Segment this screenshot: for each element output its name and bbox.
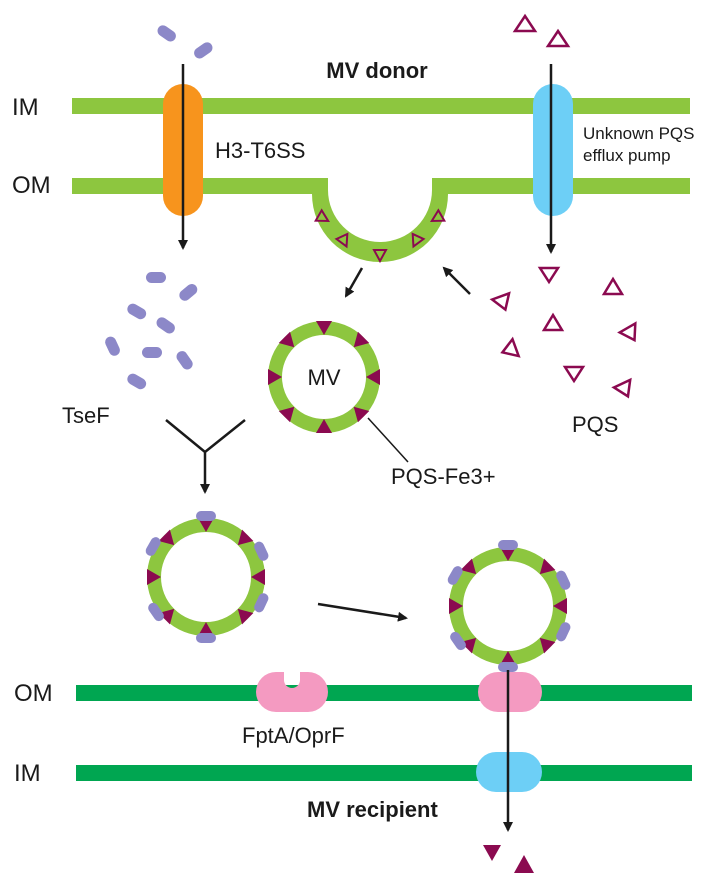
pqs-efflux-pump xyxy=(533,84,573,216)
tsef-top xyxy=(157,25,213,59)
pqs-pool xyxy=(489,266,637,399)
pqs-budding xyxy=(313,208,447,264)
pqs-fe-pointer xyxy=(367,417,409,463)
om-bottom-label: OM xyxy=(14,680,53,707)
loaded-mv-right xyxy=(447,540,571,672)
tsef-pool xyxy=(105,272,198,390)
combine-junction xyxy=(165,419,246,492)
pqs-top xyxy=(512,13,571,48)
pump-label-line1: Unknown PQS xyxy=(583,124,695,143)
mv-label: MV xyxy=(308,365,341,390)
tsef-label: TseF xyxy=(62,403,110,428)
budding-arrow xyxy=(344,267,364,298)
pqs-fe-complex xyxy=(268,321,380,433)
pqs-label: PQS xyxy=(572,412,618,437)
fpta-oprf-receptor xyxy=(256,672,328,712)
donor-title: MV donor xyxy=(326,58,428,83)
h3-t6ss-label: H3-T6SS xyxy=(215,138,305,163)
om-top-label: OM xyxy=(12,172,51,199)
recipient-title: MV recipient xyxy=(307,797,438,822)
fpta-oprf-receptor-bound xyxy=(478,672,542,712)
donor-outer-membrane xyxy=(72,178,690,262)
recipient-outer-membrane xyxy=(76,685,692,701)
im-top-label: IM xyxy=(12,94,39,121)
fpta-label: FptA/OprF xyxy=(242,723,345,748)
loaded-mv-left xyxy=(145,511,269,643)
transfer-arrow xyxy=(317,602,408,622)
pqs-uptake-arrow xyxy=(442,266,471,295)
delivered-pqs-fe xyxy=(483,845,534,873)
pump-label-line2: efflux pump xyxy=(583,146,671,165)
recipient-inner-membrane xyxy=(76,765,692,781)
im-bottom-label: IM xyxy=(14,760,41,787)
pqs-fe-label: PQS-Fe3+ xyxy=(391,464,496,489)
